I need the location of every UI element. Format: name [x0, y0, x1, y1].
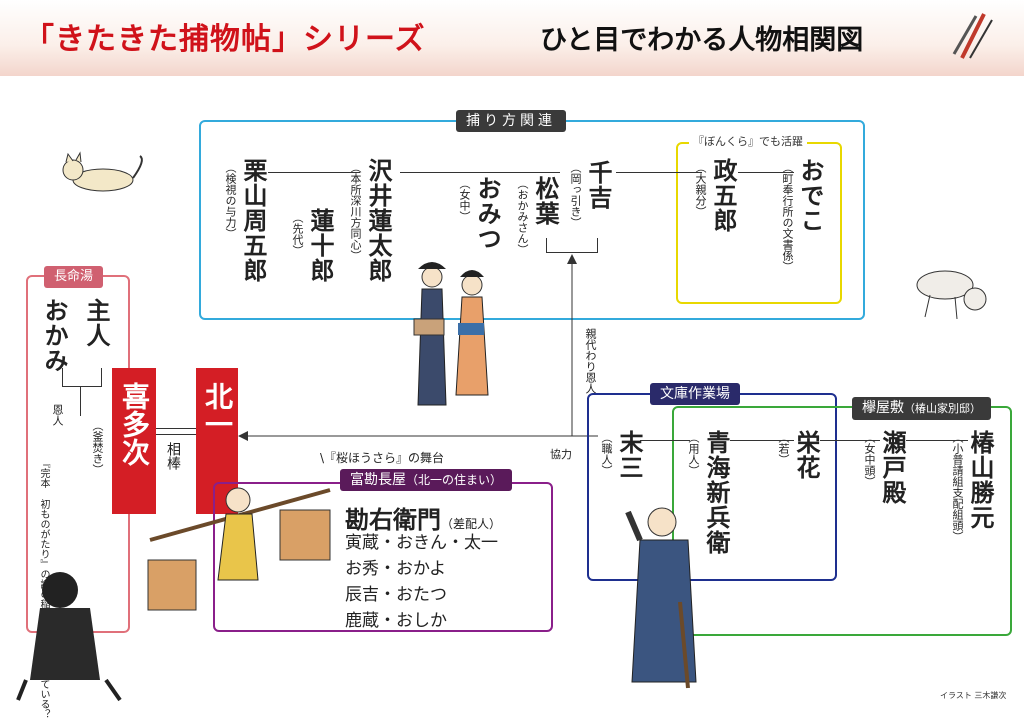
matsuba-role: （おかみさん）: [516, 178, 529, 255]
aibou-line-2: [156, 434, 196, 435]
odeko-name: おでこ: [796, 158, 824, 233]
kuriyama-name: 栗山周五郎: [239, 158, 267, 283]
setodono-role: （女中頭）: [863, 432, 876, 487]
sawai-name: 沢井蓮太郎: [364, 158, 392, 283]
kanemon-name: 勘右衛門: [345, 506, 441, 534]
kitaichi-illustration: [147, 487, 331, 611]
onjin-line: [80, 386, 81, 416]
aibou-label: 相棒: [165, 442, 181, 470]
kyoryoku-label: 協力: [550, 448, 572, 461]
okami-name: おかみ: [40, 298, 68, 373]
aomi-illustration: [625, 507, 697, 689]
tenant-line: お秀・おかよ: [345, 559, 447, 579]
sentaro-role: （岡っ引き）: [569, 162, 582, 228]
dog-illustration: [916, 270, 987, 320]
chomeiyu-label: 長命湯: [44, 266, 104, 288]
tenant-line: 辰吉・おたつ: [345, 585, 447, 605]
kitaji-bar: 喜多次: [112, 368, 156, 514]
keyaki-name: 欅屋敷: [862, 400, 904, 416]
aomi-name: 青海新兵衛: [702, 430, 730, 555]
kitaji-name: 喜多次: [118, 382, 151, 466]
matsuba-omitsu-illustration: [413, 262, 489, 406]
relation-arrows: [238, 254, 598, 441]
tomikan-name: 富勘長屋: [350, 472, 406, 488]
suezo-name: 末三: [615, 430, 643, 480]
keyaki-label: 欅屋敷（椿山家別邸）: [852, 397, 991, 420]
sentaro-masagoro-line: [616, 172, 702, 173]
masagoro-odeko-line: [738, 172, 794, 173]
tenant-list: 寅蔵・おきん・太一 お秀・おかよ 辰吉・おたつ 鹿蔵・おしか: [345, 530, 498, 634]
kanemon-role: （差配人）: [441, 517, 502, 531]
brush-icon: [952, 13, 993, 59]
odeko-role: （町奉行所の文書係）: [781, 162, 794, 272]
header-band: [0, 0, 1024, 76]
couple-bracket: [546, 238, 598, 253]
tsubakiyama-name: 椿山勝元: [966, 430, 994, 530]
keyaki-sub: （椿山家別邸）: [904, 402, 981, 415]
matsuba-name: 松葉: [531, 176, 559, 226]
illustration-credit: イラスト 三木謙次: [940, 691, 1007, 700]
kitaji-role: （釜焚き）: [91, 420, 104, 475]
aomi-eika-line: [730, 440, 794, 441]
rentaro-role: （先代）: [291, 212, 304, 256]
kitaichi-name: 北一: [201, 382, 234, 438]
omitsu-name: おみつ: [473, 176, 501, 251]
tomikan-stage: \『桜ほうさら』の舞台: [320, 451, 445, 465]
masagoro-name: 政五郎: [709, 158, 737, 233]
eika-role: （若）: [777, 432, 790, 465]
kanemon-entry: 勘右衛門（差配人）: [345, 500, 501, 535]
sawai-role: （本所深川方同心）: [349, 162, 362, 261]
bonkura-label: 『ぼんくら』でも活躍: [689, 133, 807, 149]
tenant-line: 寅蔵・おきん・太一: [345, 533, 498, 553]
kuriyama-sawai-line: [268, 172, 360, 173]
cat-illustration: [62, 151, 143, 192]
sentaro-name: 千吉: [584, 160, 612, 210]
eika-setodono-line: [820, 440, 880, 441]
tenant-line: 鹿蔵・おしか: [345, 611, 447, 631]
aomi-role: （用人）: [687, 432, 700, 476]
masagoro-role: （大親分）: [694, 162, 707, 217]
setodono-tsubakiyama-line: [906, 440, 968, 441]
shujin-name: 主人: [82, 298, 110, 348]
rentaro-name: 蓮十郎: [306, 208, 334, 283]
torikata-label: 捕り方関連: [456, 110, 566, 132]
chart-title: ひと目でわかる人物相関図: [540, 25, 864, 56]
chomeiyu-bracket: [62, 368, 102, 387]
kuriyama-role: （検視の与力）: [224, 162, 237, 239]
suezo-aomi-line: [640, 440, 690, 441]
eika-name: 栄花: [792, 430, 820, 480]
tomikan-sub: （北一の住まい）: [406, 473, 503, 487]
tsubakiyama-role: （小普請組支配組頭）: [951, 432, 964, 542]
series-title: 「きたきた捕物帖」シリーズ: [24, 22, 426, 57]
bunko-label: 文庫作業場: [650, 383, 740, 405]
suezo-role: （職人）: [600, 432, 613, 476]
onjin-label: 恩人: [51, 404, 64, 426]
aibou-line-1: [156, 428, 196, 429]
omitsu-role: （女中）: [458, 178, 471, 222]
sawai-sentaro-line: [400, 172, 560, 173]
tomikan-label: 富勘長屋（北一の住まい）: [340, 469, 513, 491]
kitaji-illustration: [16, 572, 122, 702]
oya-onjin-label: 親代わり恩人: [584, 328, 597, 394]
setodono-name: 瀬戸殿: [878, 430, 906, 505]
